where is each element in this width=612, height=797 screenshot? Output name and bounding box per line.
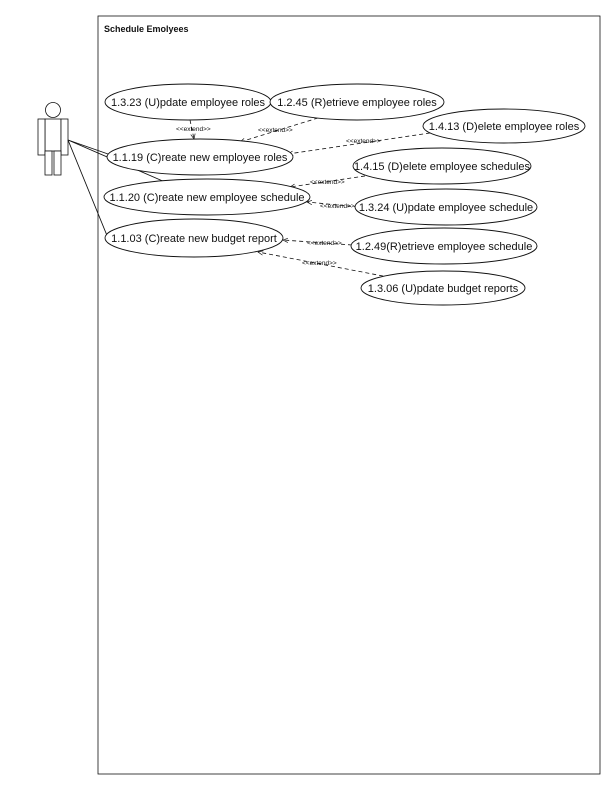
use-case-1120[interactable]: 1.1.20 (C)reate new employee schedule — [103, 178, 311, 216]
use-case-ellipse — [422, 108, 586, 144]
extend-label: <<extend>> — [258, 127, 293, 134]
extend-label: <<extend>> — [307, 240, 342, 247]
use-case-1415[interactable]: 1.4.15 (D)elete employee schedules — [352, 147, 532, 185]
extend-arrow-1306-to-1103 — [258, 252, 384, 277]
actor-icon — [37, 102, 69, 176]
use-case-label: 1.2.49(R)etrieve employee schedule — [356, 241, 533, 253]
association-line-1103 — [67, 139, 109, 239]
use-case-1413[interactable]: 1.4.13 (D)elete employee roles — [422, 108, 586, 144]
use-case-1103[interactable]: 1.1.03 (C)reate new budget report — [104, 218, 284, 258]
extend-label: <<extend>> — [176, 126, 211, 133]
use-case-ellipse — [269, 83, 445, 121]
use-case-label: 1.1.19 (C)reate new employee roles — [113, 152, 288, 164]
use-case-label: 1.4.15 (D)elete employee schedules — [354, 161, 531, 173]
use-case-1249[interactable]: 1.2.49(R)etrieve employee schedule — [350, 227, 538, 265]
extend-arrow-1324-to-1120 — [307, 202, 359, 208]
use-case-1306[interactable]: 1.3.06 (U)pdate budget reports — [360, 270, 526, 306]
use-case-1324[interactable]: 1.3.24 (U)pdate employee schedule — [354, 188, 538, 226]
use-case-label: 1.2.45 (R)etrieve employee roles — [277, 97, 437, 109]
use-case-1323[interactable]: 1.3.23 (U)pdate employee roles — [104, 83, 272, 121]
use-case-ellipse — [354, 188, 538, 226]
use-case-ellipse — [103, 178, 311, 216]
use-case-ellipse — [104, 218, 284, 258]
extend-label: <<extend>> — [320, 203, 355, 210]
extend-arrow-1249-to-1103 — [283, 240, 353, 246]
extend-arrow-1413-to-1119 — [288, 132, 431, 154]
extend-arrow-1415-to-1120 — [290, 175, 366, 187]
extend-label: <<extend>> — [310, 179, 345, 186]
use-case-1119[interactable]: 1.1.19 (C)reate new employee roles — [106, 138, 294, 176]
extend-label: <<extend>> — [302, 260, 337, 267]
use-case-label: 1.3.24 (U)pdate employee schedule — [359, 202, 533, 214]
use-case-ellipse — [350, 227, 538, 265]
use-case-label: 1.1.03 (C)reate new budget report — [111, 233, 277, 245]
use-case-label: 1.4.13 (D)elete employee roles — [429, 121, 580, 133]
use-case-1245[interactable]: 1.2.45 (R)etrieve employee roles — [269, 83, 445, 121]
use-case-label: 1.3.23 (U)pdate employee roles — [111, 97, 266, 109]
system-title: Schedule Emolyees — [104, 24, 189, 34]
use-case-ellipse — [360, 270, 526, 306]
use-case-label: 1.3.06 (U)pdate budget reports — [368, 283, 519, 295]
extend-label: <<extend>> — [346, 138, 381, 145]
use-case-ellipse — [352, 147, 532, 185]
use-case-label: 1.1.20 (C)reate new employee schedule — [109, 192, 304, 204]
association-line-1119 — [67, 139, 109, 155]
extend-arrow-1323-to-1119 — [189, 119, 194, 139]
use-case-ellipse — [106, 138, 294, 176]
